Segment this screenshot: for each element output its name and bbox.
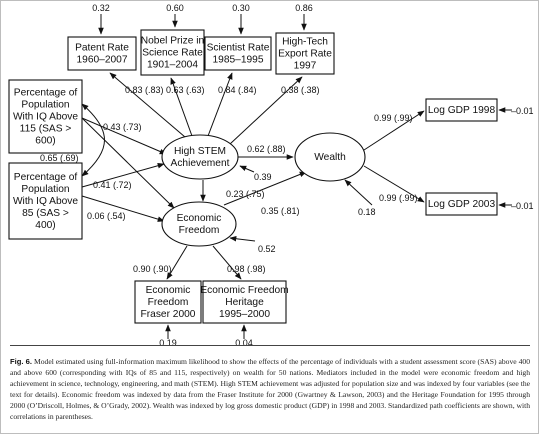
nobel-err-coefficient: 0.60 <box>166 3 184 13</box>
coefficient-labels-layer: 0.32 0.60 0.30 0.86 0.83 (.83)0.63 (.63) 0.84… <box>40 3 534 348</box>
wealth-gdp2003-coefficient: 0.99 (.99) <box>379 193 418 203</box>
path-arrow <box>223 171 307 206</box>
stem-scientist-coefficient: 0.84 (.84) <box>218 85 257 95</box>
hightech-rate-label: Export Rate <box>278 49 332 60</box>
iq85-box <box>8 162 83 240</box>
path-arrow <box>207 72 233 137</box>
path-arrow <box>170 77 193 137</box>
iq115-label: 115 (SAS > <box>20 124 72 135</box>
iq-correlation-arrow <box>81 103 105 177</box>
stem-hightech-coefficient: 0.38 (.38) <box>281 85 320 95</box>
path-arrow <box>81 163 165 188</box>
caption-text: Model estimated using full-information m… <box>10 357 530 421</box>
high-stem-label: Achievement <box>171 158 230 169</box>
econ-freedom-label: Economic <box>177 213 222 224</box>
gdp1998-label: Log GDP 1998 <box>428 105 496 116</box>
patent-rate-box <box>67 36 137 71</box>
scientist-rate-box <box>204 36 272 71</box>
caption-divider <box>10 345 530 346</box>
gdp2003-label: Log GDP 2003 <box>428 199 496 210</box>
heritage-label: Heritage <box>225 297 264 308</box>
iq115-stem-coefficient: 0.43 (.73) <box>103 122 142 132</box>
fraser-label: Economic <box>146 285 191 296</box>
gdp2003-err-coefficient: –0.01 <box>511 201 534 211</box>
econ-freedom-label: Freedom <box>179 225 220 236</box>
path-arrow <box>229 76 303 145</box>
gdp1998-err-coefficient: –0.01 <box>511 106 534 116</box>
edges-layer <box>81 14 512 339</box>
econ-fraser-coefficient: 0.90 (.90) <box>133 264 172 274</box>
scientist-rate-label: Scientist Rate <box>207 43 270 54</box>
stem-wealth-coefficient: 0.62 (.88) <box>247 144 286 154</box>
fraser-box <box>134 280 202 324</box>
nobel-rate-box <box>140 29 205 76</box>
gdp2003-box <box>425 192 498 216</box>
caption-label: Fig. 6. <box>10 357 33 366</box>
wealth-gdp1998-coefficient: 0.99 (.99) <box>374 113 413 123</box>
fraser-err-coefficient: 0.19 <box>159 338 177 348</box>
hightech-rate-label: 1997 <box>294 61 317 72</box>
iq115-label: With IQ Above <box>13 112 78 123</box>
stem-nobel-coefficient: 0.63 (.63) <box>166 85 205 95</box>
path-arrow <box>212 245 242 280</box>
econ-wealth-coefficient: 0.35 (.81) <box>261 206 300 216</box>
heritage-err-coefficient: 0.04 <box>235 338 253 348</box>
heritage-box <box>202 280 287 324</box>
iq85-stem-coefficient: 0.41 (.72) <box>93 180 132 190</box>
iq115-label: Percentage of <box>14 88 78 99</box>
path-arrow <box>81 195 165 222</box>
iq85-label: 85 (SAS > <box>22 208 69 219</box>
wealth-err-coefficient: 0.18 <box>358 207 376 217</box>
patent-rate-label: Patent Rate <box>75 43 129 54</box>
iq-corr-coefficient: 0.65 (.69) <box>40 153 79 163</box>
hightech-rate-box <box>275 32 335 75</box>
path-arrow <box>166 245 188 280</box>
heritage-label: Economic Freedom <box>200 285 288 296</box>
fraser-label: Freedom <box>148 297 189 308</box>
econ-heritage-coefficient: 0.98 (.98) <box>227 264 266 274</box>
stem-err-coefficient: 0.39 <box>254 172 272 182</box>
path-arrow <box>363 110 425 151</box>
iq85-label: With IQ Above <box>13 196 78 207</box>
scientist-rate-label: 1985–1995 <box>213 55 264 66</box>
iq85-econ-coefficient: 0.06 (.54) <box>87 211 126 221</box>
nobel-rate-label: 1901–2004 <box>147 60 198 71</box>
high-stem-ellipse <box>161 134 239 180</box>
iq115-box <box>8 79 83 154</box>
nobel-rate-label: Science Rate <box>142 48 203 59</box>
path-arrow <box>344 179 373 206</box>
iq85-label: Percentage of <box>14 172 78 183</box>
wealth-label: Wealth <box>314 152 346 163</box>
nobel-rate-label: Nobel Prize in <box>141 36 204 47</box>
heritage-label: 1995–2000 <box>219 309 270 320</box>
scientist-err-coefficient: 0.30 <box>232 3 250 13</box>
patent-rate-label: 1960–2007 <box>77 55 128 66</box>
high-stem-label: High STEM <box>174 146 226 157</box>
path-arrow <box>81 117 167 155</box>
iq85-label: Population <box>21 184 69 195</box>
path-arrow <box>229 235 256 242</box>
iq85-label: 400) <box>35 220 55 231</box>
path-arrow <box>239 165 255 173</box>
figure-caption: Fig. 6. Model estimated using full-infor… <box>10 356 530 422</box>
path-arrow <box>81 117 175 209</box>
hightech-rate-label: High-Tech <box>282 37 328 48</box>
iq115-label: 600) <box>35 136 55 147</box>
path-arrow <box>363 165 425 203</box>
stem-econ-coefficient: 0.23 (.75) <box>226 189 265 199</box>
econ-err-coefficient: 0.52 <box>258 244 276 254</box>
stem-patent-coefficient: 0.83 (.83) <box>125 85 164 95</box>
fraser-label: Fraser 2000 <box>141 309 196 320</box>
wealth-ellipse <box>294 132 366 182</box>
gdp1998-box <box>425 98 498 122</box>
patent-err-coefficient: 0.32 <box>92 3 110 13</box>
path-arrow <box>109 72 186 138</box>
iq115-label: Population <box>21 100 69 111</box>
econ-freedom-ellipse <box>161 201 237 247</box>
hightech-err-coefficient: 0.86 <box>295 3 313 13</box>
